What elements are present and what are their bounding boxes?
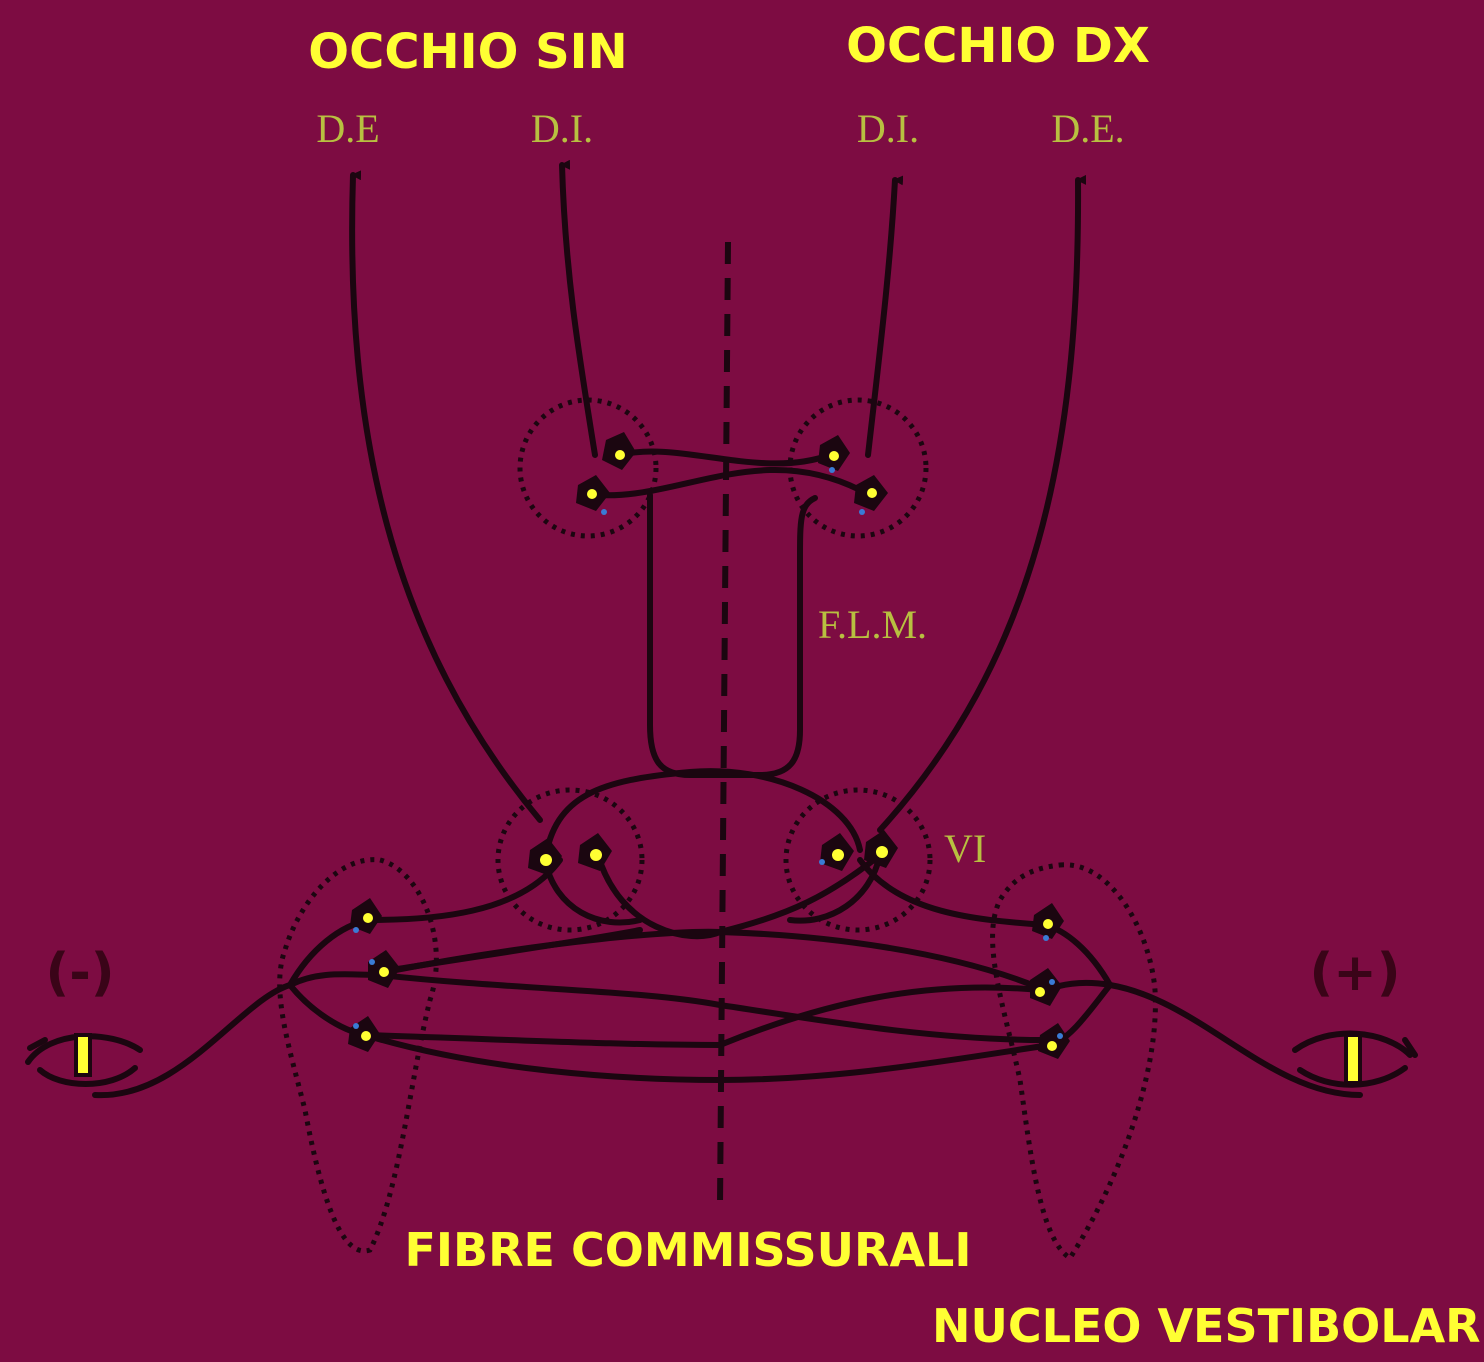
plus-label: (+) [1309,943,1400,1003]
right-de-fiber [877,174,1087,833]
neuron-cell [818,435,850,473]
left-de-label: D.E [316,106,379,151]
neuron-cell [1032,903,1064,941]
right-de-label: D.E. [1051,106,1124,151]
flm-left-tract [647,492,763,778]
right-eye-label: OCCHIO DX [846,18,1150,74]
neuron-cell [854,475,888,515]
left-afferent-fiber [92,971,383,1099]
neuron-cell [864,830,898,868]
left-de-fiber [349,170,543,823]
left-vi-nucleus-outline [495,787,645,933]
right-afferent-fiber [1042,979,1363,1098]
commissural-fiber-1 [367,857,563,923]
commissural-fiber-4 [362,984,1043,1049]
left-iii-nucleus-outline [517,397,659,539]
flm-label: F.L.M. [818,602,927,647]
iii-crossing-fiber-lower [595,467,863,499]
vi-nucleus-label: VI [944,826,986,871]
right-receptor-icon [1292,1030,1418,1088]
neuron-cell [578,833,612,871]
right-di-fiber [865,175,904,458]
commissural-fiber-6 [857,857,1048,928]
neuron-cell [1038,1023,1070,1059]
right-vestibular-nucleus-outline [990,862,1158,1262]
iii-crossing-fiber-upper [617,448,833,467]
right-vi-nucleus-outline [783,787,933,933]
right-di-label: D.I. [857,106,919,151]
neuron-cell [528,838,562,876]
right-iii-nucleus-outline [787,397,929,539]
vi-left-inner [542,857,643,926]
vi-right-inner [787,852,883,924]
left-eye-label: OCCHIO SIN [308,24,627,80]
commissural-fibers-label: FIBRE COMMISSURALI [405,1223,972,1277]
neuron-cell [348,1016,380,1052]
commissural-fiber-7 [377,927,643,975]
vestibular-nucleus-label: NUCLEO VESTIBOLARE [932,1299,1484,1353]
neuron-cell [576,475,610,515]
midline [717,241,731,1206]
neuron-cell [1030,968,1062,1006]
left-di-label: D.I. [531,106,593,151]
left-receptor-icon [25,1033,143,1087]
neuron-cell [819,833,854,871]
left-di-fiber [559,159,598,458]
commissural-fiber-5 [362,1032,1053,1084]
minus-label: (-) [45,943,114,1003]
neuron-cell [602,432,636,470]
neuron-cell [368,950,400,988]
commissural-fiber-3 [377,972,1048,1043]
vi-left-loop [542,768,863,863]
neuron-cell [350,898,382,934]
flm-right-tract [757,495,818,778]
